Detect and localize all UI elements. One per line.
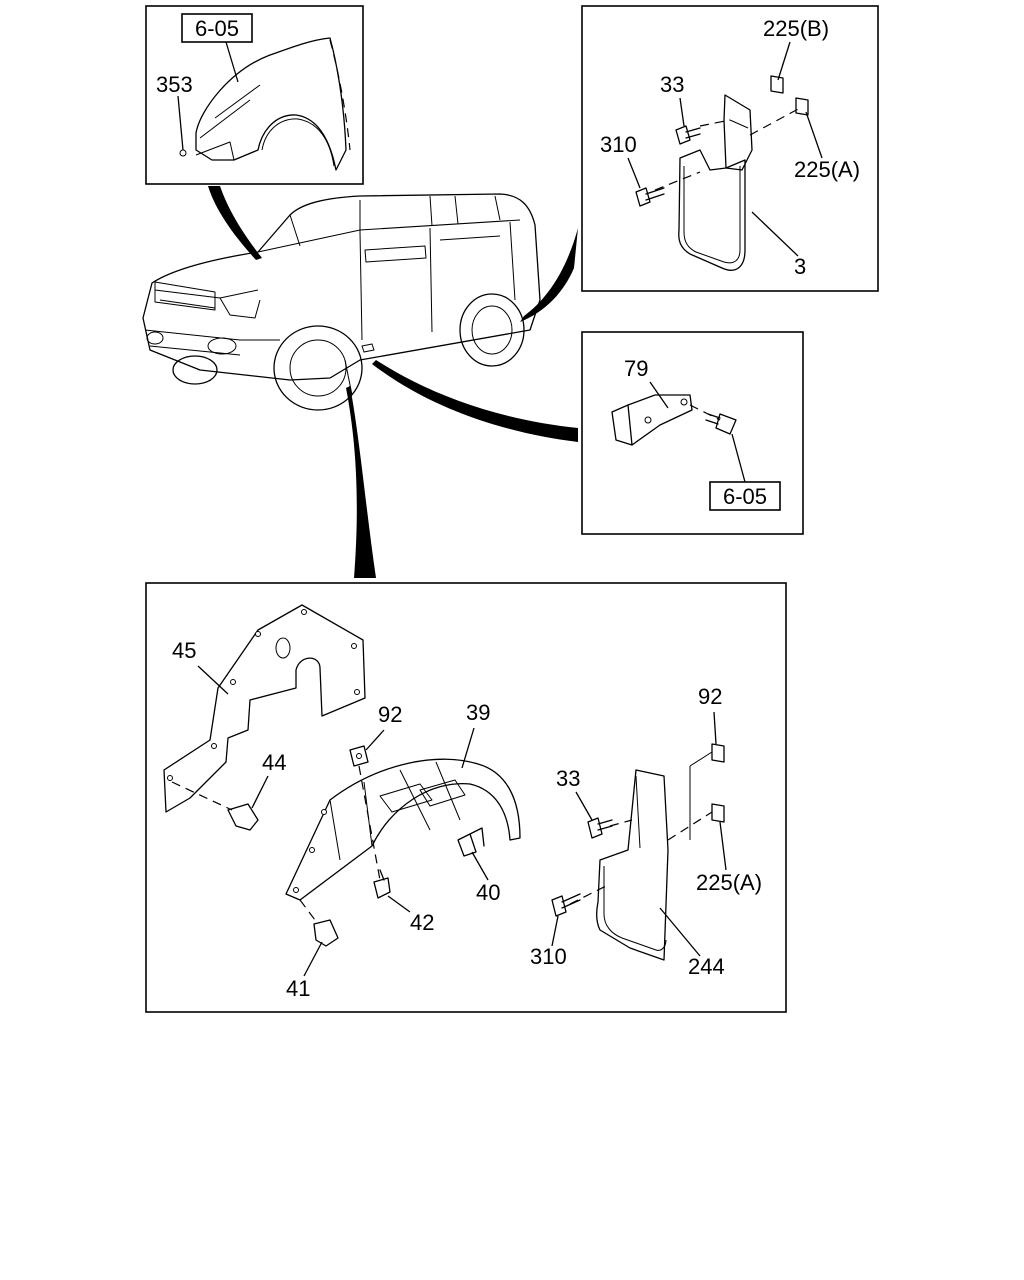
part-label: 225(A)	[794, 157, 860, 182]
ref-label: 6-05	[723, 484, 767, 509]
grommet-part	[299, 899, 339, 947]
part-label: 353	[156, 72, 193, 97]
callout-92-liner: 92	[365, 702, 402, 751]
callout-225a-flap: 225(A)	[696, 821, 762, 895]
callout-6-05-bracket-ref: 6-05	[709, 433, 781, 511]
callout-33-flap: 33	[556, 766, 593, 821]
vehicle-drawing	[142, 193, 541, 411]
ref-label: 6-05	[195, 16, 239, 41]
part-label: 92	[378, 702, 402, 727]
part-label: 45	[172, 638, 196, 663]
callout-244: 244	[659, 907, 725, 979]
part-label: 3	[794, 254, 806, 279]
callout-40: 40	[471, 851, 500, 905]
callout-6-05-fender-ref: 6-05	[181, 13, 253, 83]
screw-part	[457, 827, 485, 857]
part-label: 79	[624, 356, 648, 381]
part-label: 225(B)	[763, 16, 829, 41]
part-label: 33	[660, 72, 684, 97]
callout-33: 33	[660, 72, 685, 127]
clip-nut-part	[349, 745, 381, 881]
callout-39: 39	[461, 700, 490, 769]
mudflap-part	[635, 75, 809, 271]
bolt-icon	[635, 187, 665, 207]
callout-225a: 225(A)	[794, 111, 860, 182]
part-label: 33	[556, 766, 580, 791]
bracket-inset: 79 6-05	[581, 331, 804, 535]
part-label: 310	[530, 944, 567, 969]
liner-detail-inset: 45 44 92 39 40 42 41 92	[145, 582, 787, 1013]
part-label: 39	[466, 700, 490, 725]
callout-353: 353	[156, 72, 193, 151]
part-label: 244	[688, 954, 725, 979]
fender-inset: 6-05 353	[145, 5, 364, 185]
bolt-icon	[675, 125, 701, 145]
part-label: 40	[476, 880, 500, 905]
part-label: 44	[262, 750, 286, 775]
fender-part	[179, 37, 351, 171]
callout-45: 45	[172, 638, 229, 695]
callout-92-flap: 92	[698, 684, 722, 745]
part-label: 310	[600, 132, 637, 157]
callout-42: 42	[387, 895, 434, 935]
connector-wedges	[208, 186, 578, 578]
bolt-icon	[587, 817, 613, 839]
clip-part	[227, 803, 259, 831]
callout-225b: 225(B)	[763, 16, 829, 81]
callout-3: 3	[751, 211, 806, 279]
part-label: 225(A)	[696, 870, 762, 895]
bracket-part	[611, 394, 737, 446]
rivet-part	[373, 869, 391, 899]
part-label: 42	[410, 910, 434, 935]
callout-79: 79	[624, 356, 669, 409]
wheel-liner-part	[285, 758, 521, 901]
part-label: 92	[698, 684, 722, 709]
rear-mudflap-part	[551, 743, 725, 961]
mudflap-inset: 225(B) 33 310 225(A) 3	[581, 5, 879, 292]
callout-41: 41	[286, 941, 323, 1001]
part-label: 41	[286, 976, 310, 1001]
bolt-icon	[705, 413, 737, 435]
bolt-icon	[551, 893, 581, 917]
callout-310: 310	[600, 132, 641, 189]
splash-shield-part	[163, 604, 366, 813]
callout-310-flap: 310	[530, 915, 567, 969]
callout-44: 44	[251, 750, 286, 809]
